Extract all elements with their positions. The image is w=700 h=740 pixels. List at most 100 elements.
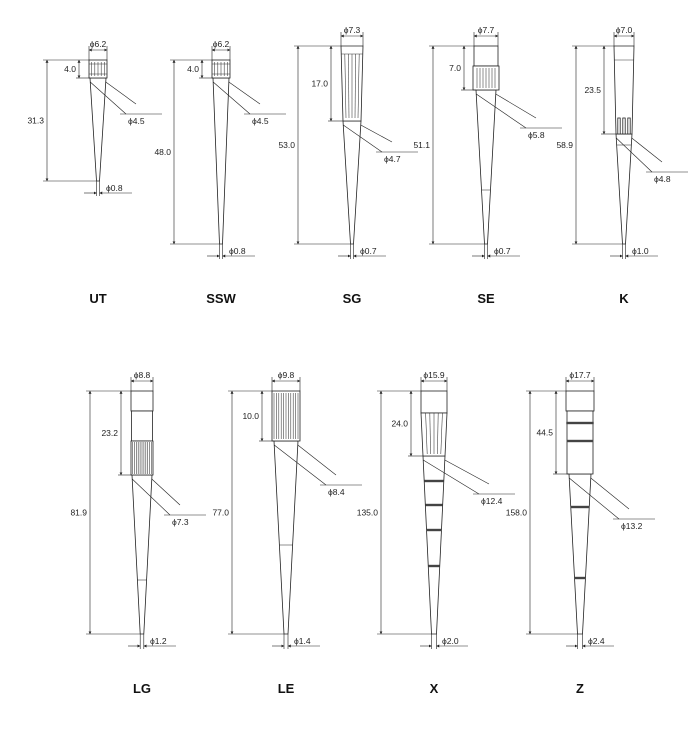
collar-rib xyxy=(429,412,431,455)
mid-diameter-label: ϕ4.7 xyxy=(384,154,401,164)
length-label: 31.3 xyxy=(27,116,44,126)
length-label: 158.0 xyxy=(506,508,528,518)
tip-rim xyxy=(473,45,499,67)
mid-diameter-leader xyxy=(495,93,537,119)
top-diameter-label: ϕ6.2 xyxy=(90,39,107,49)
end-diameter-label: ϕ0.7 xyxy=(360,246,377,256)
tip-body xyxy=(212,77,230,245)
mid-diameter-leader xyxy=(444,459,490,485)
tip-body xyxy=(89,77,107,182)
mid-diameter-label: ϕ4.5 xyxy=(128,116,145,126)
tip-body xyxy=(568,473,592,635)
mid-diameter-leader xyxy=(343,124,383,153)
body-ring xyxy=(426,528,442,532)
tip-body xyxy=(131,474,153,635)
tip-rim xyxy=(565,390,595,412)
tip-body xyxy=(342,120,362,245)
top-diameter-label: ϕ17.7 xyxy=(569,370,591,380)
top-diameter-label: ϕ9.8 xyxy=(278,370,295,380)
end-diameter-label: ϕ0.8 xyxy=(229,246,246,256)
mid-diameter-leader xyxy=(105,81,137,105)
body-ring xyxy=(566,421,594,425)
end-diameter-label: ϕ2.4 xyxy=(588,636,605,646)
tip-model-name: LE xyxy=(278,681,295,696)
mid-diameter-leader xyxy=(631,137,663,163)
collar-height-label: 7.0 xyxy=(449,63,461,73)
mid-diameter-leader xyxy=(616,137,653,173)
tip-model-name: SE xyxy=(477,291,495,306)
top-diameter-label: ϕ7.7 xyxy=(478,25,495,35)
body-ring xyxy=(424,479,444,483)
mid-diameter-label: ϕ8.4 xyxy=(328,487,345,497)
top-diameter-label: ϕ15.9 xyxy=(423,370,445,380)
mid-diameter-leader xyxy=(569,477,620,520)
mid-diameter-leader xyxy=(151,478,181,506)
end-diameter-label: ϕ1.0 xyxy=(632,246,649,256)
mid-diameter-label: ϕ4.5 xyxy=(252,116,269,126)
mid-diameter-leader xyxy=(90,81,127,115)
mid-diameter-leader xyxy=(212,81,251,115)
collar-height-label: 23.2 xyxy=(101,428,118,438)
end-diameter-label: ϕ1.2 xyxy=(150,636,167,646)
collar-height-label: 17.0 xyxy=(311,79,328,89)
body-ring xyxy=(574,576,586,580)
tip-collar xyxy=(613,45,635,135)
mid-diameter-leader xyxy=(423,459,480,495)
tip-model-name: SSW xyxy=(206,291,236,306)
collar-rib xyxy=(437,412,439,455)
top-diameter-label: ϕ6.2 xyxy=(213,39,230,49)
collar-rib xyxy=(344,53,347,119)
locking-fin xyxy=(622,117,626,135)
mid-diameter-leader xyxy=(228,81,261,105)
mid-diameter-label: ϕ12.4 xyxy=(481,496,503,506)
tip-rim xyxy=(130,390,154,412)
length-label: 51.1 xyxy=(413,140,430,150)
mid-diameter-leader xyxy=(360,124,393,143)
tip-drawing-k: ϕ7.058.923.5ϕ4.8ϕ1.0K xyxy=(556,25,688,306)
tip-collar-top xyxy=(131,410,153,442)
collar-height-label: 4.0 xyxy=(64,64,76,74)
length-label: 53.0 xyxy=(278,140,295,150)
tip-body xyxy=(422,455,446,635)
end-diameter-label: ϕ1.4 xyxy=(294,636,311,646)
mid-diameter-label: ϕ7.3 xyxy=(172,517,189,527)
end-diameter-label: ϕ0.8 xyxy=(106,183,123,193)
mid-diameter-leader xyxy=(274,444,327,486)
tip-collar xyxy=(566,410,594,475)
body-ring xyxy=(428,564,440,568)
collar-rib xyxy=(440,412,443,455)
mid-diameter-leader xyxy=(590,477,630,510)
collar-height-label: 23.5 xyxy=(584,85,601,95)
mid-diameter-leader xyxy=(131,478,171,516)
end-diameter-label: ϕ0.7 xyxy=(494,246,511,256)
tip-model-name: Z xyxy=(576,681,584,696)
tip-model-name: UT xyxy=(89,291,106,306)
tip-drawing-ut: ϕ6.2 31.3 4.0 ϕ4.5 ϕ0.8UT xyxy=(27,39,162,306)
tip-rim xyxy=(420,390,448,414)
body-ring xyxy=(567,439,593,443)
collar-height-label: 44.5 xyxy=(536,428,553,438)
tip-body xyxy=(475,89,497,245)
end-diameter-label: ϕ2.0 xyxy=(442,636,459,646)
tip-model-name: K xyxy=(619,291,629,306)
tip-model-name: SG xyxy=(343,291,362,306)
tip-model-name: X xyxy=(430,681,439,696)
tip-drawing-sg: ϕ7.3 53.0 17.0 ϕ4.7 ϕ0.7SG xyxy=(278,25,418,306)
top-diameter-label: ϕ7.3 xyxy=(344,25,361,35)
body-ring xyxy=(425,503,443,507)
top-diameter-label: ϕ7.0 xyxy=(616,25,633,35)
collar-rib xyxy=(357,53,360,119)
collar-height-label: 24.0 xyxy=(391,419,408,429)
mid-diameter-label: ϕ5.8 xyxy=(528,130,545,140)
tip-model-name: LG xyxy=(133,681,151,696)
tip-drawing-se: ϕ7.7 51.1 7.0 ϕ5.8 ϕ0.7SE xyxy=(413,25,562,306)
collar-rib xyxy=(354,53,356,119)
top-diameter-label: ϕ8.8 xyxy=(134,370,151,380)
length-label: 48.0 xyxy=(154,147,171,157)
length-label: 58.9 xyxy=(556,140,573,150)
